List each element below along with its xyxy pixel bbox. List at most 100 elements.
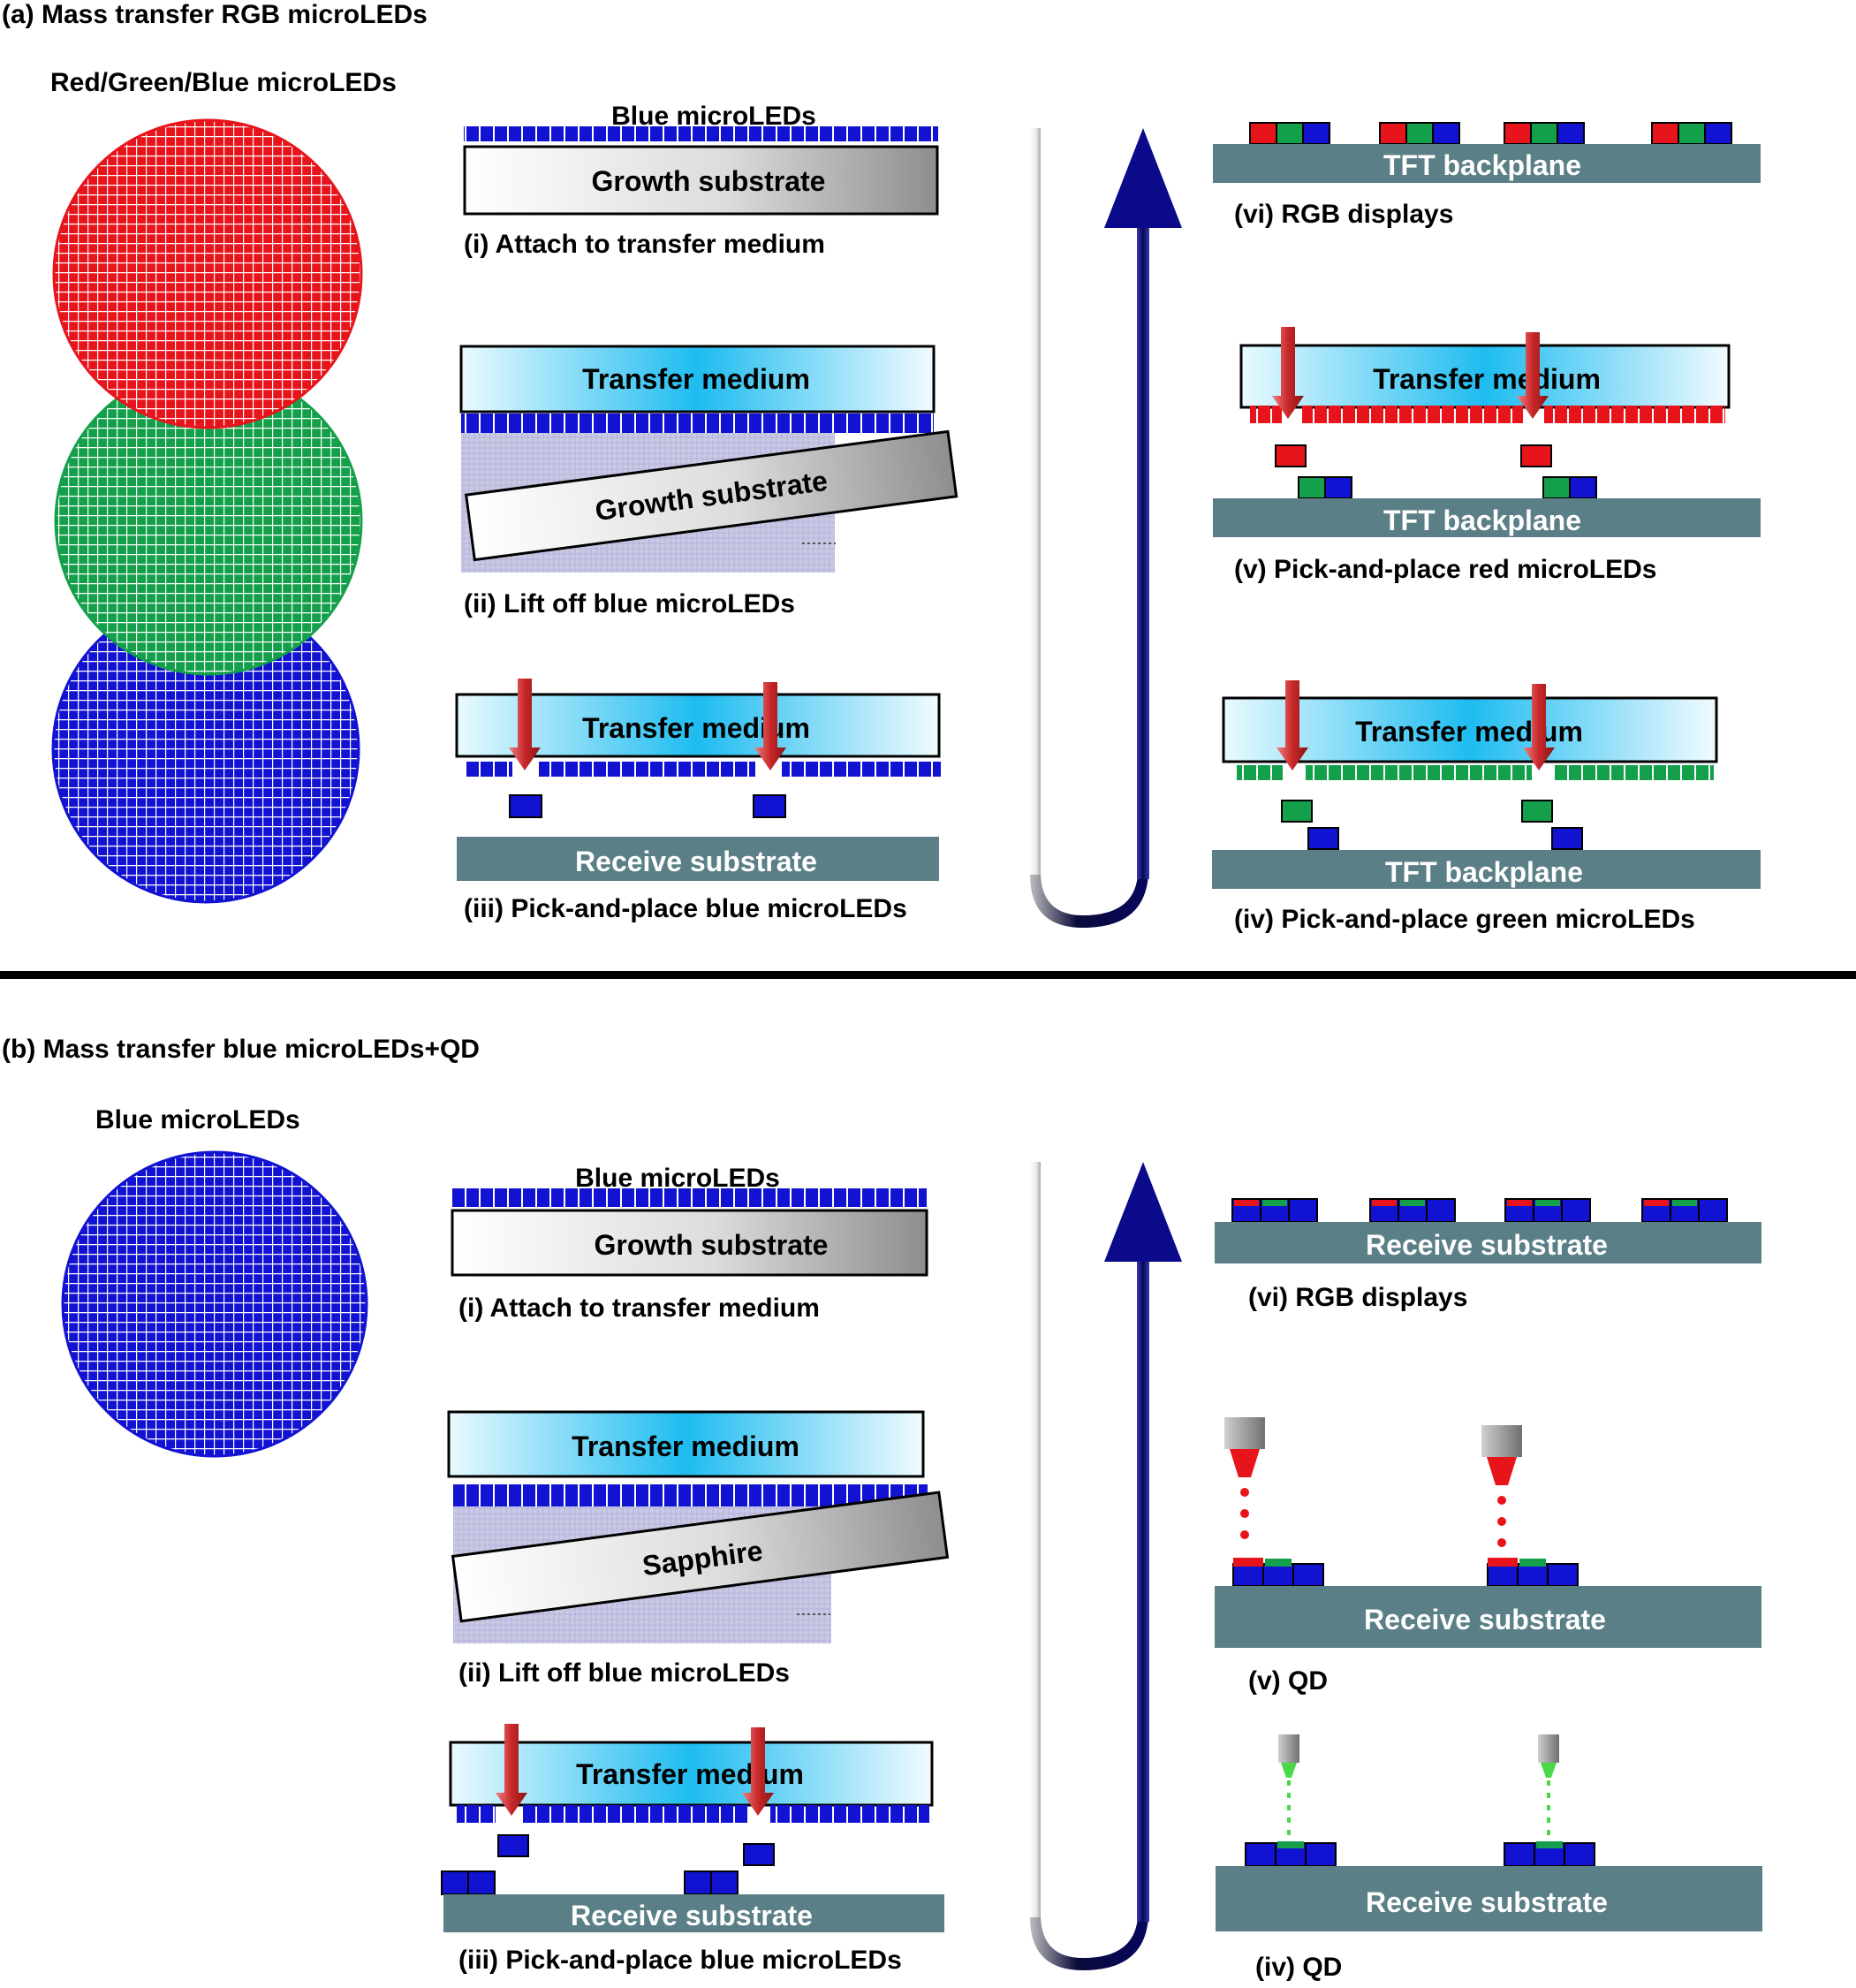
green-microled xyxy=(1281,800,1313,823)
blue-microled-row xyxy=(452,1188,927,1207)
printer-nozzle xyxy=(1481,1425,1522,1457)
flow-u-turn xyxy=(1030,1917,1148,1970)
blue-microled-row xyxy=(466,762,512,777)
flow-u-turn xyxy=(1030,875,1148,928)
qd-pixel xyxy=(1231,1198,1318,1223)
a-step-vi-caption: (vi) RGB displays xyxy=(1234,200,1453,229)
green-qd-printer xyxy=(1538,1734,1559,1838)
b-step-i-caption: (i) Attach to transfer medium xyxy=(458,1294,820,1323)
b-step-ii: Transfer medium Sapphire (ii) Lift off b… xyxy=(447,1410,950,1688)
a-step-iv: Transfer medium TFT backplane (iv) Pick-… xyxy=(1212,680,1761,934)
b-step-i-substrate-label: Growth substrate xyxy=(595,1229,829,1261)
flow-down-stem xyxy=(1030,1162,1041,1922)
receive-substrate xyxy=(1216,1866,1762,1931)
b-step-ii-medium-label: Transfer medium xyxy=(572,1430,799,1462)
a-step-vi-substrate-label: TFT backplane xyxy=(1383,149,1581,181)
qd-pixel xyxy=(1487,1558,1579,1587)
pick-arrow xyxy=(742,1727,774,1816)
panel-b-wafer-label: Blue microLEDs xyxy=(95,1105,300,1134)
a-step-i-top-label: Blue microLEDs xyxy=(611,102,816,131)
blue-microled xyxy=(1551,827,1583,850)
a-step-v-medium-label: Transfer medium xyxy=(1373,363,1601,395)
a-step-iv-caption: (iv) Pick-and-place green microLEDs xyxy=(1234,905,1695,934)
flow-arrow xyxy=(1030,128,1182,928)
pick-arrow xyxy=(496,1724,527,1816)
growth-substrate xyxy=(463,145,939,216)
panel-a-wafer-label: Red/Green/Blue microLEDs xyxy=(50,68,397,97)
green-microled-row xyxy=(1237,765,1283,780)
rgb-pixel xyxy=(1651,122,1732,145)
tft-backplane xyxy=(1213,144,1761,183)
qd-pixel xyxy=(1245,1841,1337,1867)
transfer-medium xyxy=(455,693,941,758)
transfer-medium xyxy=(459,345,936,414)
a-step-v: Transfer medium TFT backplane (v) Pick-a… xyxy=(1213,327,1761,584)
qd-pixel xyxy=(1232,1558,1324,1587)
qd-pixel xyxy=(1504,1198,1591,1223)
b-step-iii-medium-label: Transfer medium xyxy=(576,1758,804,1790)
a-step-v-substrate-label: TFT backplane xyxy=(1383,505,1581,536)
b-step-ii-caption: (ii) Lift off blue microLEDs xyxy=(458,1658,790,1688)
rgb-pixel xyxy=(1249,122,1330,145)
printer-nozzle xyxy=(1224,1417,1265,1449)
panel-b-title: (b) Mass transfer blue microLEDs+QD xyxy=(2,1035,480,1064)
transfer-medium xyxy=(449,1741,934,1807)
blue-microled-row xyxy=(453,1484,928,1506)
receive-substrate xyxy=(457,837,939,881)
flow-up-stem xyxy=(1137,1255,1149,1922)
b-step-v-substrate-label: Receive substrate xyxy=(1364,1604,1606,1635)
pick-arrow xyxy=(1523,684,1555,770)
red-microled xyxy=(1275,444,1307,467)
rgb-wafer-stack xyxy=(51,118,363,904)
b-step-v: Receive substrate (v) QD xyxy=(1215,1417,1761,1696)
green-microled-row xyxy=(1306,765,1532,780)
b-step-i: Blue microLEDs Growth substrate (i) Atta… xyxy=(451,1164,928,1323)
transfer-medium xyxy=(1239,344,1731,409)
green-qd-printer xyxy=(1278,1734,1299,1838)
transfer-medium xyxy=(447,1410,925,1478)
blue-microled-row xyxy=(539,762,755,777)
a-step-v-caption: (v) Pick-and-place red microLEDs xyxy=(1234,555,1656,584)
placed-microled-pair xyxy=(1542,476,1597,499)
flow-up-arrowhead xyxy=(1104,1162,1182,1262)
b-step-vi-substrate-label: Receive substrate xyxy=(1366,1229,1608,1261)
a-step-ii: Transfer medium Growth substrate (ii) Li… xyxy=(459,345,958,618)
panel-b: (b) Mass transfer blue microLEDs+QD Blue… xyxy=(2,1035,1762,1982)
blue-microled xyxy=(497,1834,529,1857)
red-wafer xyxy=(52,118,363,429)
pick-arrow xyxy=(509,679,541,770)
a-step-iii-substrate-label: Receive substrate xyxy=(575,846,817,877)
a-step-i: Blue microLEDs Growth substrate (i) Atta… xyxy=(463,102,939,259)
a-step-i-caption: (i) Attach to transfer medium xyxy=(464,230,825,259)
b-step-iii-caption: (iii) Pick-and-place blue microLEDs xyxy=(458,1946,902,1975)
red-microled-row xyxy=(1544,406,1725,423)
blue-microled-row xyxy=(782,762,941,777)
a-step-i-substrate-label: Growth substrate xyxy=(592,165,826,197)
placed-blue-pair xyxy=(441,1870,496,1895)
blue-microled xyxy=(509,794,542,818)
blue-microled xyxy=(743,1843,775,1866)
a-step-vi: TFT backplane (vi) RGB displays xyxy=(1213,122,1761,229)
blue-microled-row xyxy=(770,1805,929,1823)
red-microled xyxy=(1520,444,1552,467)
flow-up-stem xyxy=(1137,221,1149,879)
qd-pixel xyxy=(1641,1198,1728,1223)
blue-microled xyxy=(753,794,786,818)
a-step-iv-medium-label: Transfer medium xyxy=(1355,716,1583,747)
flow-up-arrowhead xyxy=(1104,128,1182,228)
printer-nozzle xyxy=(1278,1734,1299,1763)
b-step-iv-caption: (iv) QD xyxy=(1255,1953,1342,1982)
b-step-i-top-label: Blue microLEDs xyxy=(575,1164,780,1193)
b-step-iv: Receive substrate (iv) QD xyxy=(1216,1734,1762,1982)
b-step-iv-substrate-label: Receive substrate xyxy=(1366,1886,1608,1918)
panel-divider xyxy=(0,971,1856,979)
a-step-ii-caption: (ii) Lift off blue microLEDs xyxy=(464,589,795,618)
panel-a-title: (a) Mass transfer RGB microLEDs xyxy=(2,0,428,29)
receive-substrate xyxy=(1215,1222,1761,1263)
red-microled-row xyxy=(1302,406,1523,423)
receive-substrate xyxy=(1215,1586,1761,1648)
blue-microled-row xyxy=(461,414,934,433)
blue-microled-row xyxy=(522,1805,747,1823)
tft-backplane xyxy=(1213,498,1761,537)
